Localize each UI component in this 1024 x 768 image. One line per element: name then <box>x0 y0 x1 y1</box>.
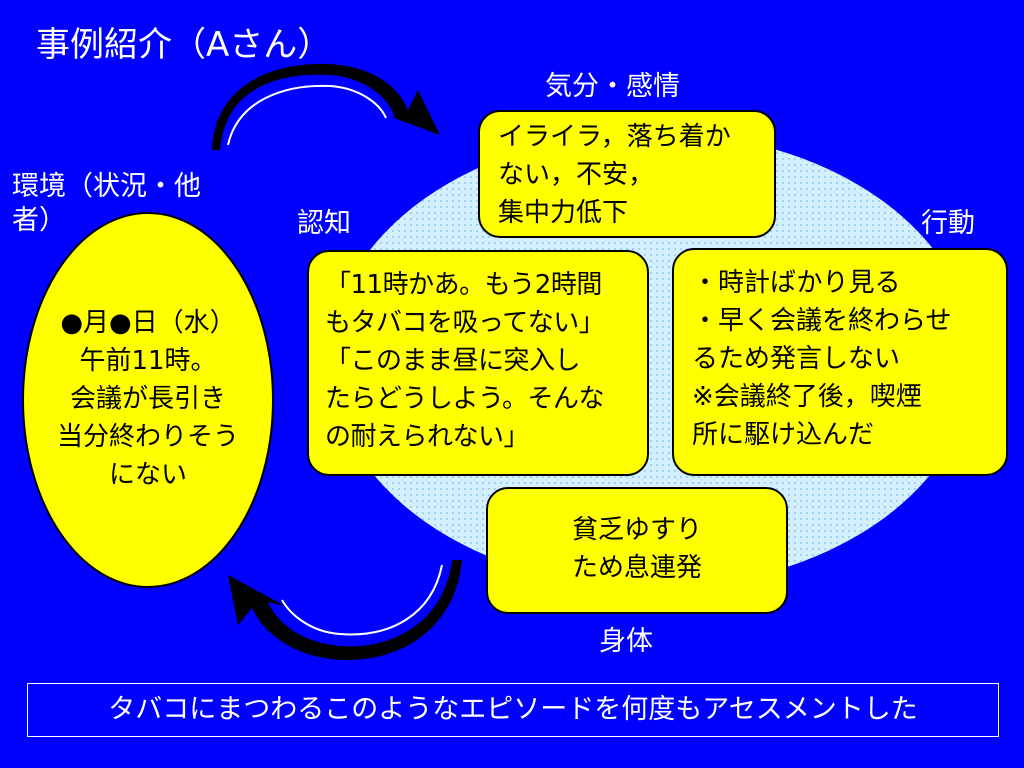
behavior-line: ・時計ばかり見る <box>692 268 901 298</box>
mood-box: イライラ，落ち着か ない，不安， 集中力低下 <box>478 110 776 238</box>
curved-arrow-bottom-icon <box>228 560 462 661</box>
cognition-line: 「このまま昼に突入し <box>325 346 581 376</box>
environment-label-line2: 者） <box>12 205 66 236</box>
behavior-line: ・早く会議を終わらせ <box>692 306 952 336</box>
environment-line: 午前11時。 <box>79 346 217 376</box>
behavior-label: 行動 <box>921 208 975 239</box>
mood-line: 集中力低下 <box>498 198 629 228</box>
environment-line: 当分終わりそう <box>56 422 239 452</box>
mood-line: イライラ，落ち着か <box>498 122 731 152</box>
mood-label: 気分・感情 <box>545 71 680 102</box>
environment-line: にない <box>108 460 187 490</box>
curved-arrow-top-icon <box>212 63 440 150</box>
mood-line: ない，不安， <box>498 160 655 190</box>
body-box: 貧乏ゆすり ため息連発 <box>486 487 788 614</box>
body-line: 貧乏ゆすり <box>571 515 702 545</box>
cognition-box: 「11時かあ。もう2時間 もタバコを吸ってない」 「このまま昼に突入し たらどう… <box>307 250 649 476</box>
body-line: ため息連発 <box>571 553 702 583</box>
cognition-line: の耐えられない」 <box>325 422 530 452</box>
behavior-box: ・時計ばかり見る ・早く会議を終わらせ るため発言しない ※会議終了後，喫煙 所… <box>672 248 1008 476</box>
cognition-line: もタバコを吸ってない」 <box>325 308 605 338</box>
environment-line: 会議が長引き <box>69 384 226 414</box>
cognition-line: たらどうしよう。そんな <box>325 384 604 414</box>
footer-caption: タバコにまつわるこのようなエピソードを何度もアセスメントした <box>27 683 999 737</box>
environment-label-line1: 環境（状況・他 <box>12 171 201 202</box>
environment-text: ●月●日（水） 午前11時。 会議が長引き 当分終わりそう にない <box>30 304 266 494</box>
behavior-line: るため発言しない <box>692 344 901 374</box>
cognition-line: 「11時かあ。もう2時間 <box>325 270 602 300</box>
behavior-line: ※会議終了後，喫煙 <box>692 382 922 412</box>
cognition-label: 認知 <box>297 208 351 239</box>
page-title: 事例紹介（Aさん） <box>36 25 332 65</box>
body-label: 身体 <box>599 626 653 657</box>
environment-oval <box>22 212 274 588</box>
environment-line: ●月●日（水） <box>60 308 236 338</box>
behavior-line: 所に駆け込んだ <box>692 420 875 450</box>
